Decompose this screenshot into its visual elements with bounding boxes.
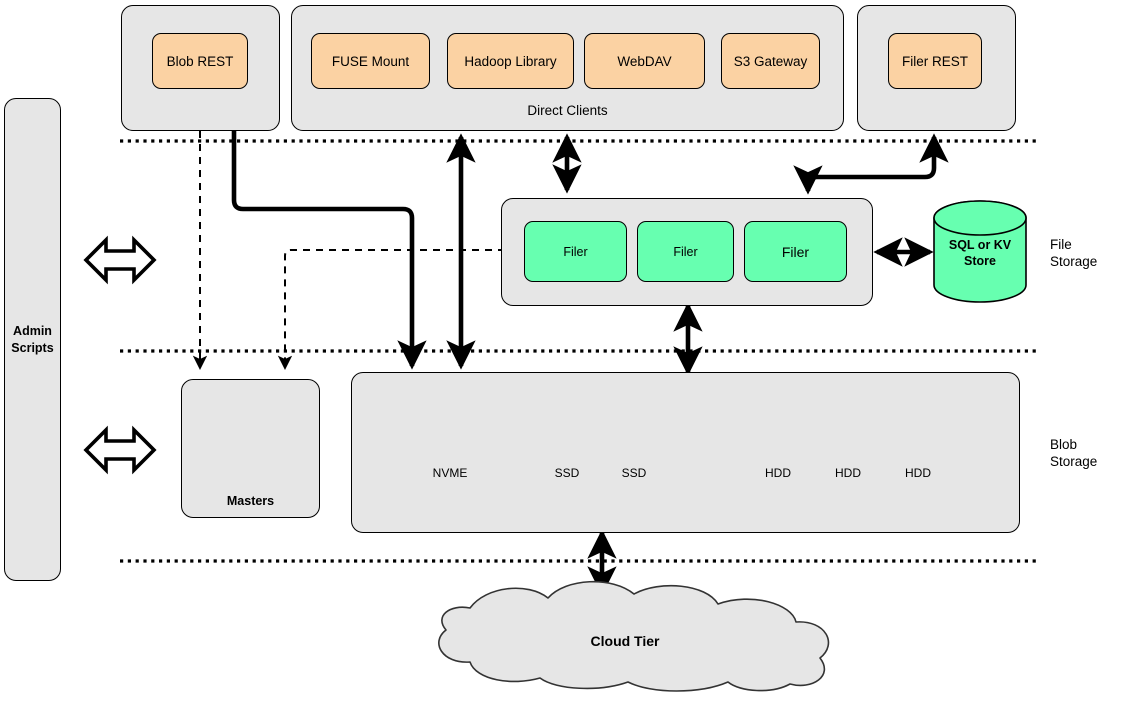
- file-storage-tier-label: File Storage: [1050, 237, 1120, 271]
- direct-clients-caption: Direct Clients: [527, 103, 608, 118]
- filerrest-to-filers-arrow: [793, 133, 949, 195]
- fuse-mount-node[interactable]: FUSE Mount: [311, 33, 430, 89]
- masters-label: Masters: [226, 494, 275, 508]
- hdd-label-2: HDD: [835, 466, 861, 480]
- metastore-cylinder: [933, 200, 1027, 303]
- file-storage-tier-label-line1: File: [1050, 237, 1072, 252]
- admin-arrow-blob-tier: [83, 425, 157, 475]
- filer-node-3[interactable]: Filer: [744, 221, 847, 282]
- ssd-label-2: SSD: [621, 466, 647, 480]
- nvme-label: NVME: [432, 466, 468, 480]
- admin-scripts-label-line2: Scripts: [11, 340, 54, 355]
- master-control-lines: [192, 131, 505, 371]
- ssd-label-1: SSD: [554, 466, 580, 480]
- filer-to-masters-dashed: [277, 249, 505, 371]
- blob-rest-node[interactable]: Blob REST: [152, 33, 248, 89]
- hadoop-library-node[interactable]: Hadoop Library: [447, 33, 574, 89]
- blob-storage-tier-label-line1: Blob: [1050, 437, 1078, 452]
- metastore-label: SQL or KV Store: [934, 238, 1026, 269]
- webdav-node[interactable]: WebDAV: [584, 33, 705, 89]
- filer-rest-node[interactable]: Filer REST: [888, 33, 982, 89]
- hdd-label-3: HDD: [905, 466, 931, 480]
- metastore-label-line1: SQL or KV: [948, 238, 1012, 252]
- blob-storage-tier-label-line2: Storage: [1050, 453, 1098, 469]
- masters-group: [181, 379, 320, 518]
- hdd-label-1: HDD: [765, 466, 791, 480]
- blob-storage-tier-label: Blob Storage: [1050, 437, 1120, 471]
- filer-node-1[interactable]: Filer: [524, 221, 627, 282]
- metastore-label-line2: Store: [964, 253, 996, 268]
- blobrest-to-volumes-line: [231, 128, 427, 370]
- cloud-tier-label: Cloud Tier: [590, 633, 660, 649]
- s3-gateway-node[interactable]: S3 Gateway: [721, 33, 820, 89]
- filer-node-2[interactable]: Filer: [637, 221, 734, 282]
- admin-scripts-label-line1: Admin: [13, 324, 52, 339]
- admin-arrow-file-tier: [83, 235, 157, 285]
- data-path-lines: [231, 128, 949, 596]
- file-storage-tier-label-line2: Storage: [1050, 253, 1098, 269]
- cloud-tier-shape: [438, 580, 830, 692]
- admin-double-arrows: [83, 235, 157, 475]
- volume-servers-group: [351, 372, 1020, 533]
- admin-scripts-panel[interactable]: Admin Scripts: [4, 98, 61, 581]
